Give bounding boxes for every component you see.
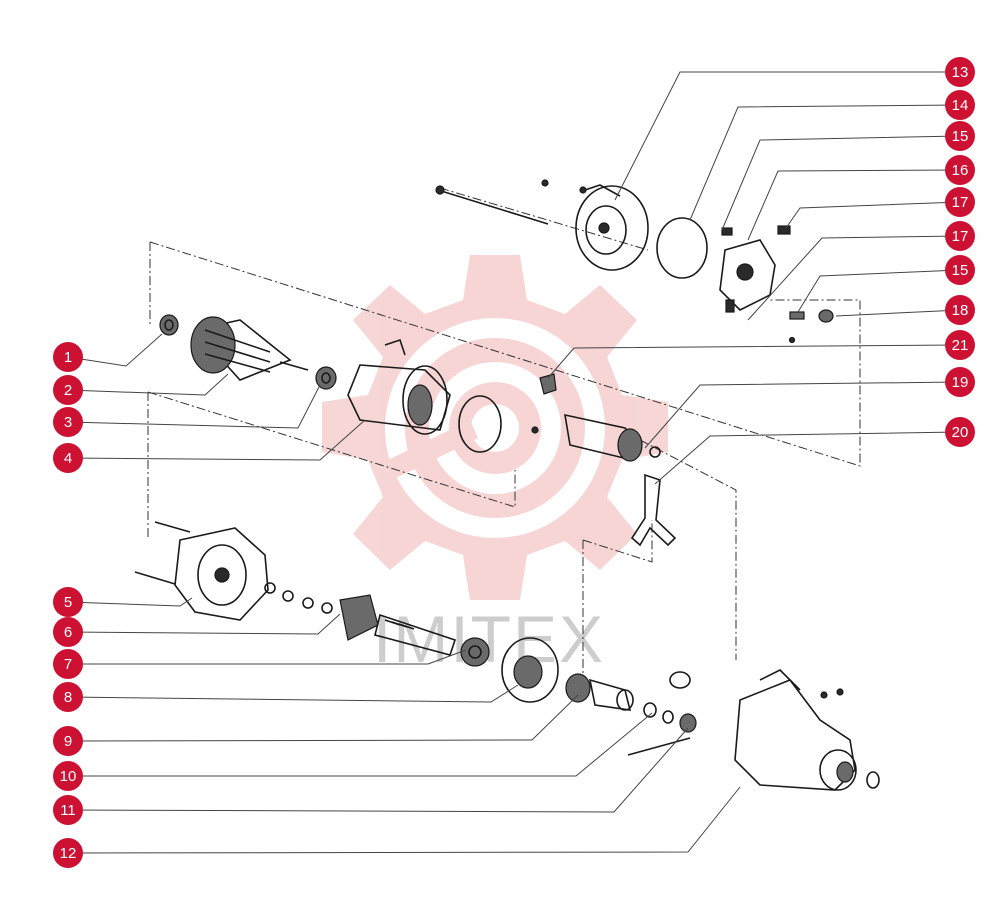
- part-planetary-carrier-shaft: [339, 594, 457, 656]
- callout-badge-6: 6: [53, 617, 83, 647]
- part-bearing-shaft: [460, 637, 490, 667]
- part-end-cap-o-ring: [656, 217, 708, 279]
- callout-circle: [945, 57, 975, 87]
- callout-circle: [53, 617, 83, 647]
- callout-badge-7: 7: [53, 649, 83, 679]
- callout-badge-19: 19: [945, 367, 975, 397]
- watermark-text: IMITEX: [373, 602, 605, 676]
- part-solenoid-cap: [539, 373, 557, 395]
- callout-circle: [53, 761, 83, 791]
- callout-badge-15: 15: [945, 121, 975, 151]
- callout-badge-2: 2: [53, 375, 83, 405]
- part-bearing-armature: [315, 366, 337, 390]
- callout-label: 1: [64, 349, 72, 366]
- leader-lines: [67, 71, 961, 854]
- callout-circle: [53, 375, 83, 405]
- callout-circle: [945, 155, 975, 185]
- callout-circle: [53, 795, 83, 825]
- part-brush-holder: [719, 225, 834, 344]
- callout-circle: [945, 187, 975, 217]
- callout-label: 8: [64, 689, 72, 706]
- callout-circle: [53, 726, 83, 756]
- callout-circle: [945, 221, 975, 251]
- callout-circle: [945, 255, 975, 285]
- callout-badge-3: 3: [53, 407, 83, 437]
- callout-badge-9: 9: [53, 726, 83, 756]
- callout-circle: [945, 121, 975, 151]
- callout-badge-4: 4: [53, 443, 83, 473]
- callout-label: 3: [64, 414, 72, 431]
- part-through-bolt-long: [435, 185, 549, 225]
- callout-badge-1: 1: [53, 342, 83, 372]
- callout-label: 17: [952, 228, 969, 245]
- callout-badge-16: 16: [945, 155, 975, 185]
- callout-badge-17: 17: [945, 187, 975, 217]
- part-plunger: [669, 671, 697, 733]
- callout-label: 4: [64, 450, 72, 467]
- callout-circle: [53, 682, 83, 712]
- part-yoke-o-ring: [458, 395, 502, 453]
- callout-label: 14: [952, 97, 969, 114]
- part-solenoid: [531, 413, 661, 462]
- callout-circle: [53, 587, 83, 617]
- callout-label: 21: [952, 337, 969, 354]
- callout-badge-18: 18: [945, 295, 975, 325]
- callout-badge-15: 15: [945, 255, 975, 285]
- callout-circle: [53, 407, 83, 437]
- callout-circle: [945, 295, 975, 325]
- watermark-gear-logo: [322, 255, 668, 600]
- callout-label: 13: [952, 64, 969, 81]
- callout-badge-5: 5: [53, 587, 83, 617]
- callout-label: 19: [952, 374, 969, 391]
- callout-label: 20: [952, 424, 969, 441]
- callout-badge-21: 21: [945, 330, 975, 360]
- callout-circle: [945, 90, 975, 120]
- callout-badge-8: 8: [53, 682, 83, 712]
- callout-circle: [945, 417, 975, 447]
- callout-label: 5: [64, 594, 72, 611]
- part-yoke-housing: [347, 338, 451, 435]
- callout-circle: [945, 367, 975, 397]
- callout-circle: [53, 443, 83, 473]
- part-gear-housing-plate: [501, 637, 559, 703]
- part-drive-lever: [630, 473, 677, 547]
- callout-label: 2: [64, 382, 72, 399]
- callout-label: 11: [60, 802, 76, 819]
- callout-label: 12: [60, 845, 77, 862]
- callout-badge-20: 20: [945, 417, 975, 447]
- callout-label: 15: [952, 128, 969, 145]
- callout-label: 7: [64, 656, 72, 673]
- callout-badge-13: 13: [945, 57, 975, 87]
- callout-badge-11: 11: [53, 795, 83, 825]
- callout-label: 18: [952, 302, 969, 319]
- part-drive-end-frame: [134, 521, 269, 621]
- callout-badge-12: 12: [53, 838, 83, 868]
- callout-circle: [945, 330, 975, 360]
- callout-label: 17: [952, 194, 969, 211]
- part-main-housing: [627, 669, 880, 791]
- callout-label: 15: [952, 262, 969, 279]
- part-stop-collar: [643, 702, 674, 724]
- callout-label: 6: [64, 624, 72, 641]
- callout-label: 16: [952, 162, 969, 179]
- part-washer-set: [264, 582, 333, 614]
- callout-label: 9: [64, 733, 72, 750]
- callout-circle: [53, 838, 83, 868]
- callout-badge-10: 10: [53, 761, 83, 791]
- part-bearing-small: [159, 314, 179, 336]
- callout-circle: [53, 649, 83, 679]
- callout-label: 10: [60, 768, 77, 785]
- callout-circle: [53, 342, 83, 372]
- part-end-cap: [541, 179, 649, 271]
- callout-badge-17: 17: [945, 221, 975, 251]
- part-overrunning-clutch: [565, 673, 634, 711]
- part-armature: [190, 316, 309, 381]
- callout-badge-14: 14: [945, 90, 975, 120]
- assembly-axis-lines: [147, 187, 861, 680]
